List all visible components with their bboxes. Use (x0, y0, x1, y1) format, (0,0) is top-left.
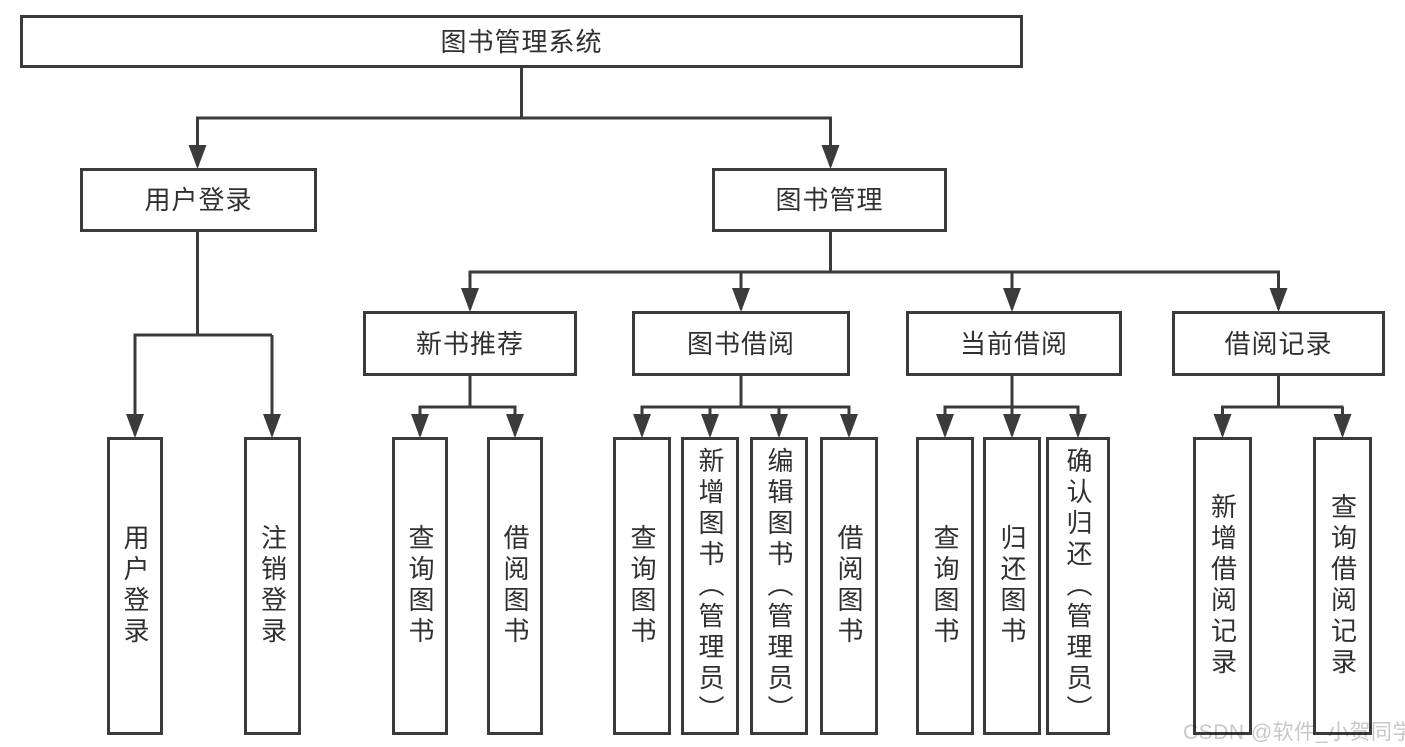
leaf-query-borrow-record: 查询借阅记录 (1313, 437, 1372, 735)
arrow-icon (188, 145, 207, 169)
arrow-icon (1213, 414, 1232, 438)
arrow-icon (770, 414, 788, 438)
leaf-return-book-label: 归还图书 (997, 524, 1027, 648)
leaf-query-books-2: 查询图书 (613, 437, 671, 735)
node-user-login-label: 用户登录 (144, 185, 253, 215)
node-user-login: 用户登录 (80, 168, 317, 232)
node-book-management-label: 图书管理 (775, 185, 884, 215)
leaf-edit-book-admin: 编辑图书（管理员） (750, 437, 808, 735)
arrow-icon (701, 414, 719, 438)
leaf-add-book-admin-label: 新增图书（管理员） (695, 446, 725, 726)
watermark: CSDN @软件_小贺同学 (1183, 721, 1405, 744)
leaf-edit-book-admin-label: 编辑图书（管理员） (764, 446, 794, 726)
arrow-icon (461, 288, 479, 312)
leaf-user-login: 用户登录 (107, 437, 163, 735)
arrow-icon (1003, 288, 1021, 312)
arrow-icon (936, 414, 954, 438)
arrow-icon (411, 414, 429, 438)
leaf-user-login-label: 用户登录 (120, 524, 150, 648)
node-borrow-records: 借阅记录 (1172, 311, 1385, 376)
leaf-query-books-1: 查询图书 (392, 437, 448, 735)
edge-user-login-to-leaves (133, 232, 274, 435)
leaf-borrow-books-1-label: 借阅图书 (500, 524, 530, 648)
arrow-icon (1269, 288, 1288, 312)
leaf-query-books-3-label: 查询图书 (930, 524, 960, 648)
node-root: 图书管理系统 (20, 15, 1023, 68)
leaf-logout-label: 注销登录 (257, 524, 288, 648)
node-borrow-records-label: 借阅记录 (1224, 328, 1333, 359)
edge-book-borrow-to-leaves (640, 376, 851, 435)
edge-new-book-recommend-to-leaves (418, 376, 517, 435)
node-new-book-recommend: 新书推荐 (363, 311, 577, 376)
node-book-management: 图书管理 (712, 168, 947, 232)
node-current-borrow-label: 当前借阅 (959, 328, 1068, 359)
node-book-borrow: 图书借阅 (632, 311, 850, 376)
leaf-add-borrow-record: 新增借阅记录 (1193, 437, 1252, 735)
arrow-icon (732, 288, 750, 312)
arrow-icon (1069, 414, 1087, 438)
leaf-logout: 注销登录 (244, 437, 301, 735)
edge-borrow-records-to-leaves (1221, 376, 1344, 435)
leaf-add-borrow-record-label: 新增借阅记录 (1207, 493, 1238, 679)
leaf-query-books-1-label: 查询图书 (405, 524, 435, 648)
leaf-borrow-books-1: 借阅图书 (487, 437, 543, 735)
leaf-query-books-2-label: 查询图书 (627, 524, 657, 648)
node-root-label: 图书管理系统 (440, 26, 603, 57)
arrow-icon (506, 414, 524, 438)
leaf-query-books-3: 查询图书 (916, 437, 974, 735)
node-new-book-recommend-label: 新书推荐 (415, 328, 524, 359)
node-current-borrow: 当前借阅 (906, 311, 1122, 376)
edge-book-management-to-level3 (468, 232, 1280, 309)
edge-root-to-level2 (196, 68, 832, 166)
arrow-icon (1003, 414, 1021, 438)
leaf-confirm-return-admin: 确认归还（管理员） (1046, 437, 1110, 735)
leaf-confirm-return-admin-label: 确认归还（管理员） (1063, 446, 1093, 726)
arrow-icon (1333, 414, 1352, 438)
arrow-icon (126, 414, 144, 438)
arrow-icon (840, 414, 858, 438)
leaf-borrow-books-2-label: 借阅图书 (834, 524, 864, 648)
node-book-borrow-label: 图书借阅 (686, 328, 795, 359)
leaf-borrow-books-2: 借阅图书 (820, 437, 878, 735)
leaf-return-book: 归还图书 (983, 437, 1041, 735)
arrow-icon (821, 145, 840, 169)
leaf-add-book-admin: 新增图书（管理员） (681, 437, 739, 735)
leaf-query-borrow-record-label: 查询借阅记录 (1327, 493, 1358, 679)
arrow-icon (633, 414, 651, 438)
arrow-icon (263, 414, 281, 438)
